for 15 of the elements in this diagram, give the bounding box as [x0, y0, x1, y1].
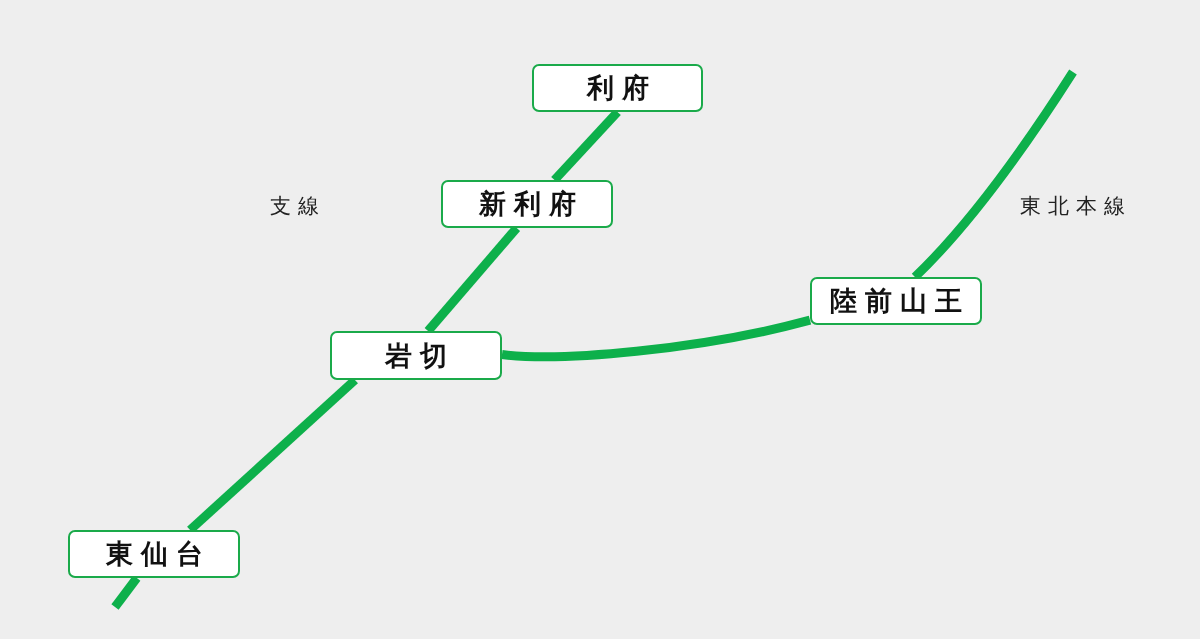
- station-box: [68, 530, 240, 578]
- station-box: [810, 277, 982, 325]
- station-box: [441, 180, 613, 228]
- railway-line: [424, 225, 521, 334]
- line-name-label: 支線: [270, 193, 326, 220]
- line-name-label: 東北本線: [1020, 193, 1132, 220]
- station-name: 新利府: [478, 187, 584, 221]
- station-name: 東仙台: [105, 537, 211, 571]
- station-name: 陸前山王: [830, 284, 970, 318]
- station-name: 利府: [586, 71, 657, 105]
- station-box: [330, 331, 502, 380]
- station-name: 岩切: [385, 338, 455, 373]
- railway-line: [111, 575, 141, 610]
- railway-line: [501, 315, 812, 362]
- station-box: [532, 64, 703, 112]
